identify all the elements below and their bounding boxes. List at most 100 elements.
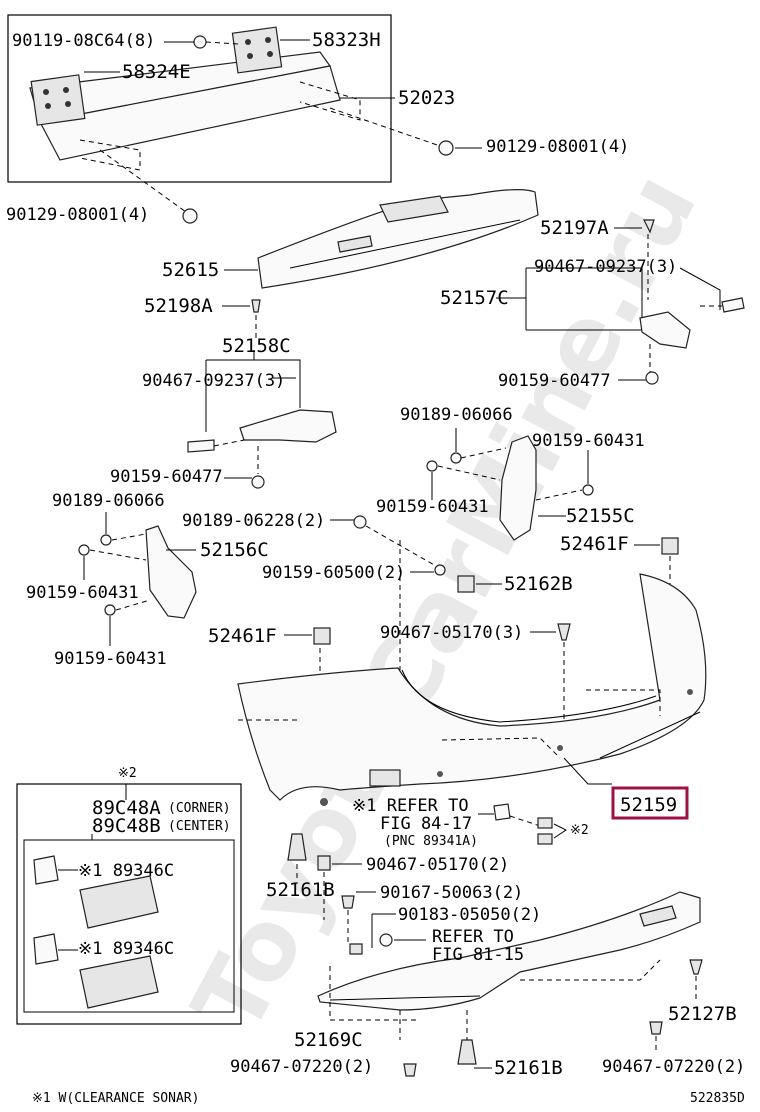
label-89C48A: 89C48A bbox=[92, 797, 161, 819]
label-52169C: 52169C bbox=[294, 1029, 363, 1051]
label-90159-60477-right: 90159-60477 bbox=[498, 371, 611, 391]
label-52023: 52023 bbox=[398, 87, 455, 109]
clip-90467-05170-lower bbox=[317, 855, 331, 871]
clip-52161B-upper bbox=[287, 833, 307, 861]
sensor-b bbox=[79, 955, 159, 1009]
label-52127B: 52127B bbox=[668, 1003, 737, 1025]
label-90119: 90119-08C64(8) bbox=[12, 31, 155, 51]
sensor-a bbox=[79, 875, 159, 929]
screw-90467-07220-left bbox=[403, 1063, 417, 1077]
label-89346C-b: ※1 89346C bbox=[78, 939, 174, 959]
label-52161B-lower: 52161B bbox=[494, 1057, 563, 1079]
sensor-frame bbox=[16, 783, 242, 1025]
clip-52127B bbox=[689, 959, 703, 975]
label-52162B: 52162B bbox=[504, 573, 573, 595]
label-52157C: 52157C bbox=[440, 287, 509, 309]
screw-90159-60477-right bbox=[645, 371, 659, 385]
bolt-refer-81-15 bbox=[379, 933, 393, 947]
screw-90159-left-a bbox=[78, 544, 90, 556]
screw-90159-right-b bbox=[582, 484, 594, 496]
refer-84-17-a: ※1 REFER TO bbox=[352, 796, 469, 816]
label-90467-07220-left: 90467-07220(2) bbox=[230, 1057, 373, 1077]
label-89346C-a: ※1 89346C bbox=[78, 861, 174, 881]
bracket-52158C bbox=[239, 409, 337, 443]
label-90467-right: 90467-09237(3) bbox=[534, 257, 677, 277]
screw-90159-60477-left bbox=[251, 475, 265, 489]
label-90129-right: 90129-08001(4) bbox=[486, 137, 629, 157]
label-52155C: 52155C bbox=[566, 505, 635, 527]
nut-90189-right bbox=[450, 452, 462, 464]
sensor-holder-b bbox=[33, 933, 59, 965]
bolt-90119 bbox=[193, 35, 207, 49]
refer-84-17-c: (PNC 89341A) bbox=[384, 834, 478, 849]
clip-52198A bbox=[251, 299, 261, 313]
sensor-holder-a bbox=[33, 855, 59, 885]
nut-90189-06228 bbox=[353, 515, 367, 529]
label-90467-05170-lower: 90467-05170(2) bbox=[366, 855, 509, 875]
label-90159-right-b: 90159-60431 bbox=[532, 431, 645, 451]
sonar-bracket bbox=[493, 803, 511, 821]
refer-81-15-b: FIG 81-15 bbox=[432, 945, 524, 965]
footnote-text: ※1 W(CLEARANCE SONAR) bbox=[32, 1091, 199, 1106]
sonar-clip-a bbox=[537, 817, 553, 829]
label-90467-left: 90467-09237(3) bbox=[142, 371, 285, 391]
label-90159-60477-left: 90159-60477 bbox=[110, 467, 223, 487]
retainer-52162B bbox=[457, 575, 475, 593]
label-90159-left-a: 90159-60431 bbox=[26, 583, 139, 603]
label-90467-05170-upper: 90467-05170(3) bbox=[380, 623, 523, 643]
bolt-90129-left bbox=[182, 208, 198, 224]
nut-90183 bbox=[349, 943, 363, 955]
pad-52461F-right bbox=[661, 537, 679, 555]
bolt-90129-right bbox=[438, 140, 454, 156]
label-90183: 90183-05050(2) bbox=[398, 905, 541, 925]
bumper-cover bbox=[237, 573, 707, 806]
screw-90159-60500 bbox=[434, 564, 446, 576]
refer-81-15-a: REFER TO bbox=[432, 927, 514, 947]
label-90167: 90167-50063(2) bbox=[380, 883, 523, 903]
label-52197A: 52197A bbox=[540, 217, 609, 239]
note-2-marker: ※2 bbox=[570, 823, 589, 838]
diagram-code: 522835D bbox=[690, 1091, 745, 1106]
highlight-52159[interactable] bbox=[611, 786, 689, 820]
retainer-52155C bbox=[499, 435, 537, 541]
clip-52161B-lower bbox=[457, 1039, 477, 1065]
energy-absorber bbox=[257, 189, 539, 289]
label-90159-left-b: 90159-60431 bbox=[54, 649, 167, 669]
retainer-52156C bbox=[145, 525, 197, 619]
label-90467-07220-right: 90467-07220(2) bbox=[602, 1057, 745, 1077]
label-center: (CENTER) bbox=[168, 819, 231, 834]
label-90159-right-a: 90159-60431 bbox=[376, 497, 489, 517]
nut-90189-left bbox=[100, 534, 112, 546]
label-52198A: 52198A bbox=[144, 295, 213, 317]
lower-diffuser bbox=[317, 891, 701, 1011]
bracket-52157C bbox=[639, 311, 691, 349]
bolt-90467-left bbox=[187, 439, 215, 453]
label-52158C: 52158C bbox=[222, 335, 291, 357]
clip-90467-05170-upper bbox=[557, 623, 571, 641]
label-90189-06228: 90189-06228(2) bbox=[182, 511, 325, 531]
label-90189-right: 90189-06066 bbox=[400, 405, 513, 425]
label-corner: (CORNER) bbox=[168, 801, 231, 816]
label-89C48B: 89C48B bbox=[92, 815, 161, 837]
label-52159[interactable]: 52159 bbox=[620, 794, 677, 816]
label-58324E: 58324E bbox=[122, 61, 191, 83]
sonar-clip-b bbox=[537, 833, 553, 845]
bolt-90467-right bbox=[721, 297, 745, 313]
screw-90167 bbox=[341, 895, 355, 909]
reinforcement-bar bbox=[29, 26, 341, 161]
label-52461F-right: 52461F bbox=[560, 533, 629, 555]
label-90189-left: 90189-06066 bbox=[52, 491, 165, 511]
label-90159-60500: 90159-60500(2) bbox=[262, 563, 405, 583]
label-90129-left: 90129-08001(4) bbox=[6, 205, 149, 225]
clip-52197A bbox=[643, 219, 655, 234]
pad-52461F-left bbox=[313, 627, 331, 645]
label-52161B-upper: 52161B bbox=[266, 879, 335, 901]
label-58323H: 58323H bbox=[312, 29, 381, 51]
screw-90159-left-b bbox=[104, 604, 116, 616]
note-2-title: ※2 bbox=[118, 766, 137, 781]
refer-84-17-b: FIG 84-17 bbox=[380, 814, 472, 834]
screw-90159-right-a bbox=[426, 460, 438, 472]
label-52615: 52615 bbox=[162, 259, 219, 281]
screw-90467-07220-right bbox=[649, 1021, 663, 1035]
